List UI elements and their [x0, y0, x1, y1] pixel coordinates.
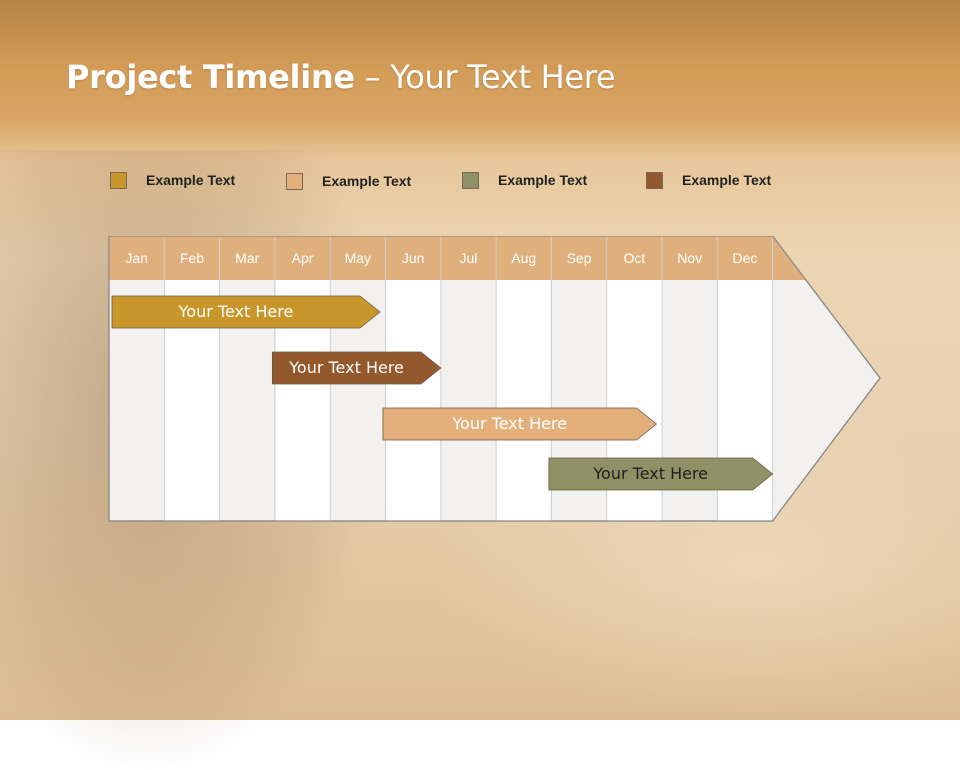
task-bar[interactable]: [111, 295, 381, 329]
legend-swatch: [110, 172, 127, 189]
month-label: Jul: [459, 250, 478, 266]
month-label: Sep: [566, 250, 592, 266]
month-label: Mar: [235, 250, 260, 266]
task-bar-label: Your Text Here: [452, 414, 568, 433]
timeline-arrow: [108, 236, 881, 522]
arrow-outline: [108, 236, 881, 522]
legend-swatch: [462, 172, 479, 189]
task-bar[interactable]: [271, 351, 442, 385]
legend-swatch: [286, 173, 303, 190]
legend-label: Example Text: [146, 172, 236, 188]
month-header-band: [109, 236, 807, 280]
slide-title: Project Timeline – Your Text Here: [66, 58, 616, 96]
task-bar-label: Your Text Here: [178, 302, 294, 321]
month-label: Nov: [677, 250, 703, 266]
month-column-stripe: [496, 280, 552, 521]
legend-label: Example Text: [322, 173, 412, 189]
month-label: Apr: [291, 250, 314, 266]
month-label: Oct: [623, 250, 646, 266]
month-label: Aug: [511, 250, 537, 266]
legend-swatch: [646, 172, 663, 189]
slide-title-bold: Project Timeline: [66, 58, 355, 96]
legend-label: Example Text: [498, 172, 588, 188]
slide-title-rest: – Your Text Here: [354, 58, 616, 96]
month-label: Dec: [732, 250, 758, 266]
task-bar-label: Your Text Here: [593, 464, 709, 483]
month-label: May: [344, 250, 372, 266]
task-bar-label: Your Text Here: [289, 358, 404, 377]
month-label: Jun: [401, 250, 425, 266]
legend-label: Example Text: [682, 172, 772, 188]
month-label: Feb: [179, 250, 204, 266]
month-label: Jan: [125, 250, 148, 266]
task-bar[interactable]: [548, 457, 774, 491]
task-bar[interactable]: [382, 407, 658, 441]
month-column-stripe: [385, 280, 441, 521]
